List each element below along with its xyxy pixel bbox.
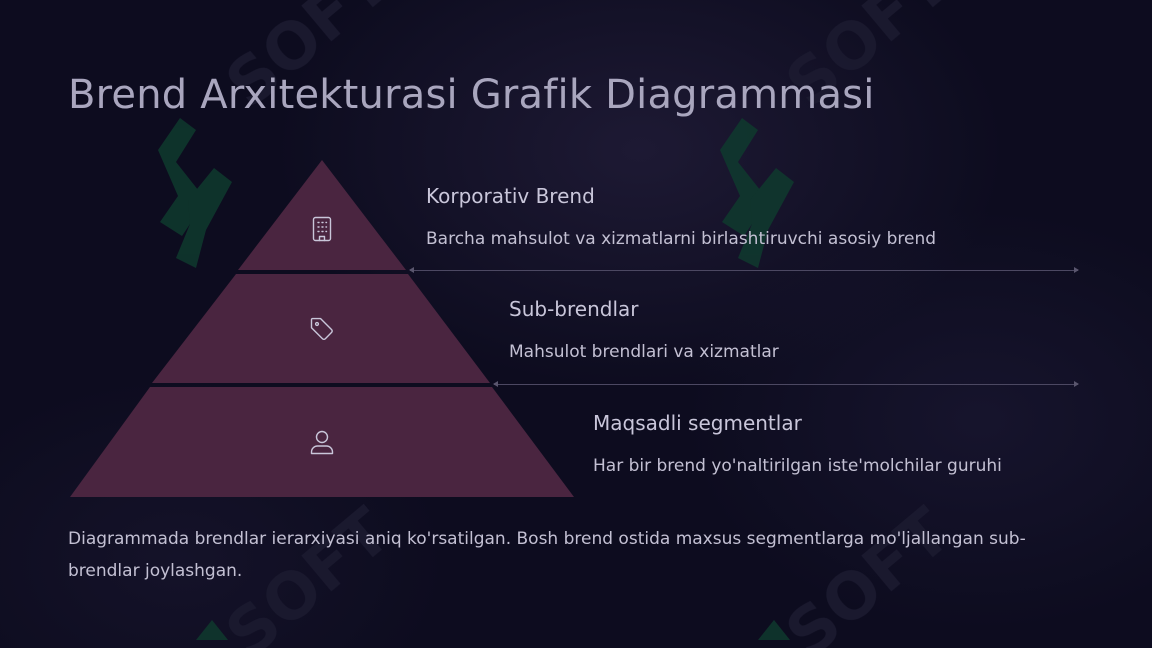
pyramid-tier-top — [238, 160, 406, 270]
connector-line-middle — [493, 381, 1079, 387]
user-icon — [307, 427, 337, 457]
level-description-subbrands: Mahsulot brendlari va xizmatlar — [509, 342, 779, 362]
diagram-caption: Diagrammada brendlar ierarxiyasi aniq ko… — [68, 529, 1026, 581]
page-title: Brend Arxitekturasi Grafik Diagrammasi — [68, 72, 875, 118]
level-description-segments: Har bir brend yo'naltirilgan iste'molchi… — [593, 456, 1002, 476]
level-description-corporate: Barcha mahsulot va xizmatlarni birlashti… — [426, 229, 937, 249]
building-icon — [307, 214, 337, 244]
level-title-subbrands: Sub-brendlar — [509, 297, 639, 321]
tag-icon — [307, 314, 337, 344]
pyramid-tier-middle — [152, 274, 490, 383]
level-title-corporate: Korporativ Brend — [426, 184, 595, 208]
connector-line-top — [409, 267, 1079, 273]
level-title-segments: Maqsadli segmentlar — [593, 411, 802, 435]
